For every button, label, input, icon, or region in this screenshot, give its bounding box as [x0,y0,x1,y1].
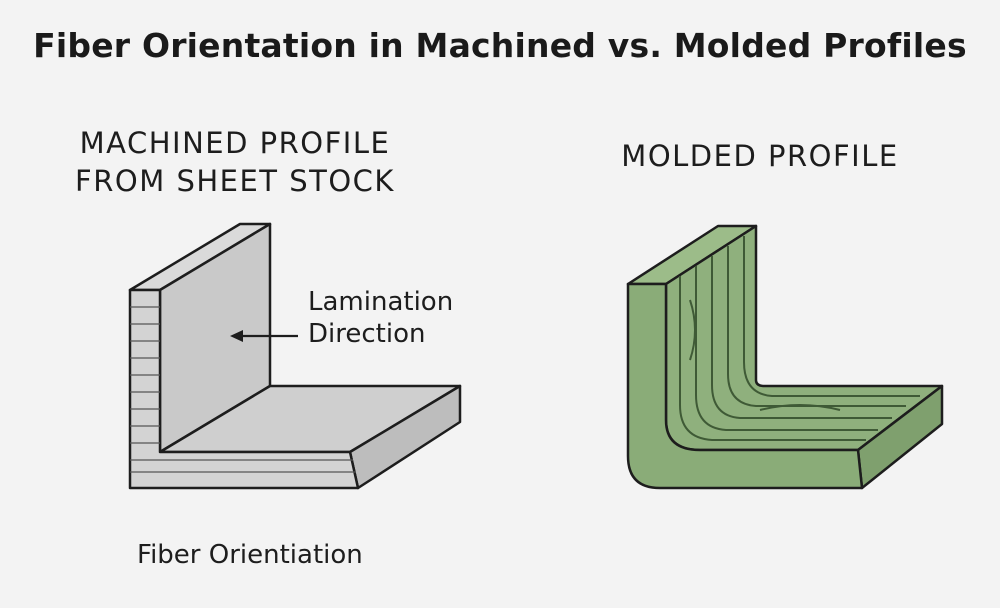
machined-profile-label: MACHINED PROFILE FROM SHEET STOCK [60,124,410,200]
molded-profile-label: MOLDED PROFILE [621,139,899,173]
machined-front-face [128,288,360,490]
annotation-line2: Direction [308,319,426,349]
molded-fiber-lines [679,236,920,441]
annotation-line1: Lamination [308,287,454,317]
molded-front-face [626,282,864,490]
lamination-direction-annotation: Lamination Direction [308,286,453,350]
arrow-left-icon [230,330,298,342]
machined-label-line2: FROM SHEET STOCK [75,164,395,198]
machined-angle-profile [128,222,462,490]
lamination-lines [130,306,356,473]
machined-label-line1: MACHINED PROFILE [79,126,391,160]
fiber-orientation-caption: Fiber Orientiation [137,540,363,570]
diagram-title: Fiber Orientation in Machined vs. Molded… [33,26,967,65]
molded-angle-profile [626,224,944,490]
